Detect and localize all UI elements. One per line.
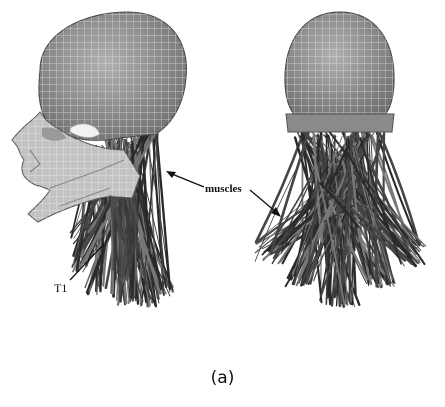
t1-label: T1 [54,281,67,295]
right-neck-muscles [255,130,425,307]
muscles-arrow-left [172,174,204,187]
side-view-head [12,12,186,307]
muscles-label: muscles [205,183,242,195]
figure-caption: (a) [0,368,445,388]
right-skull-base [286,114,394,132]
muscles-arrow-right [250,190,276,212]
back-view-head [255,12,425,307]
